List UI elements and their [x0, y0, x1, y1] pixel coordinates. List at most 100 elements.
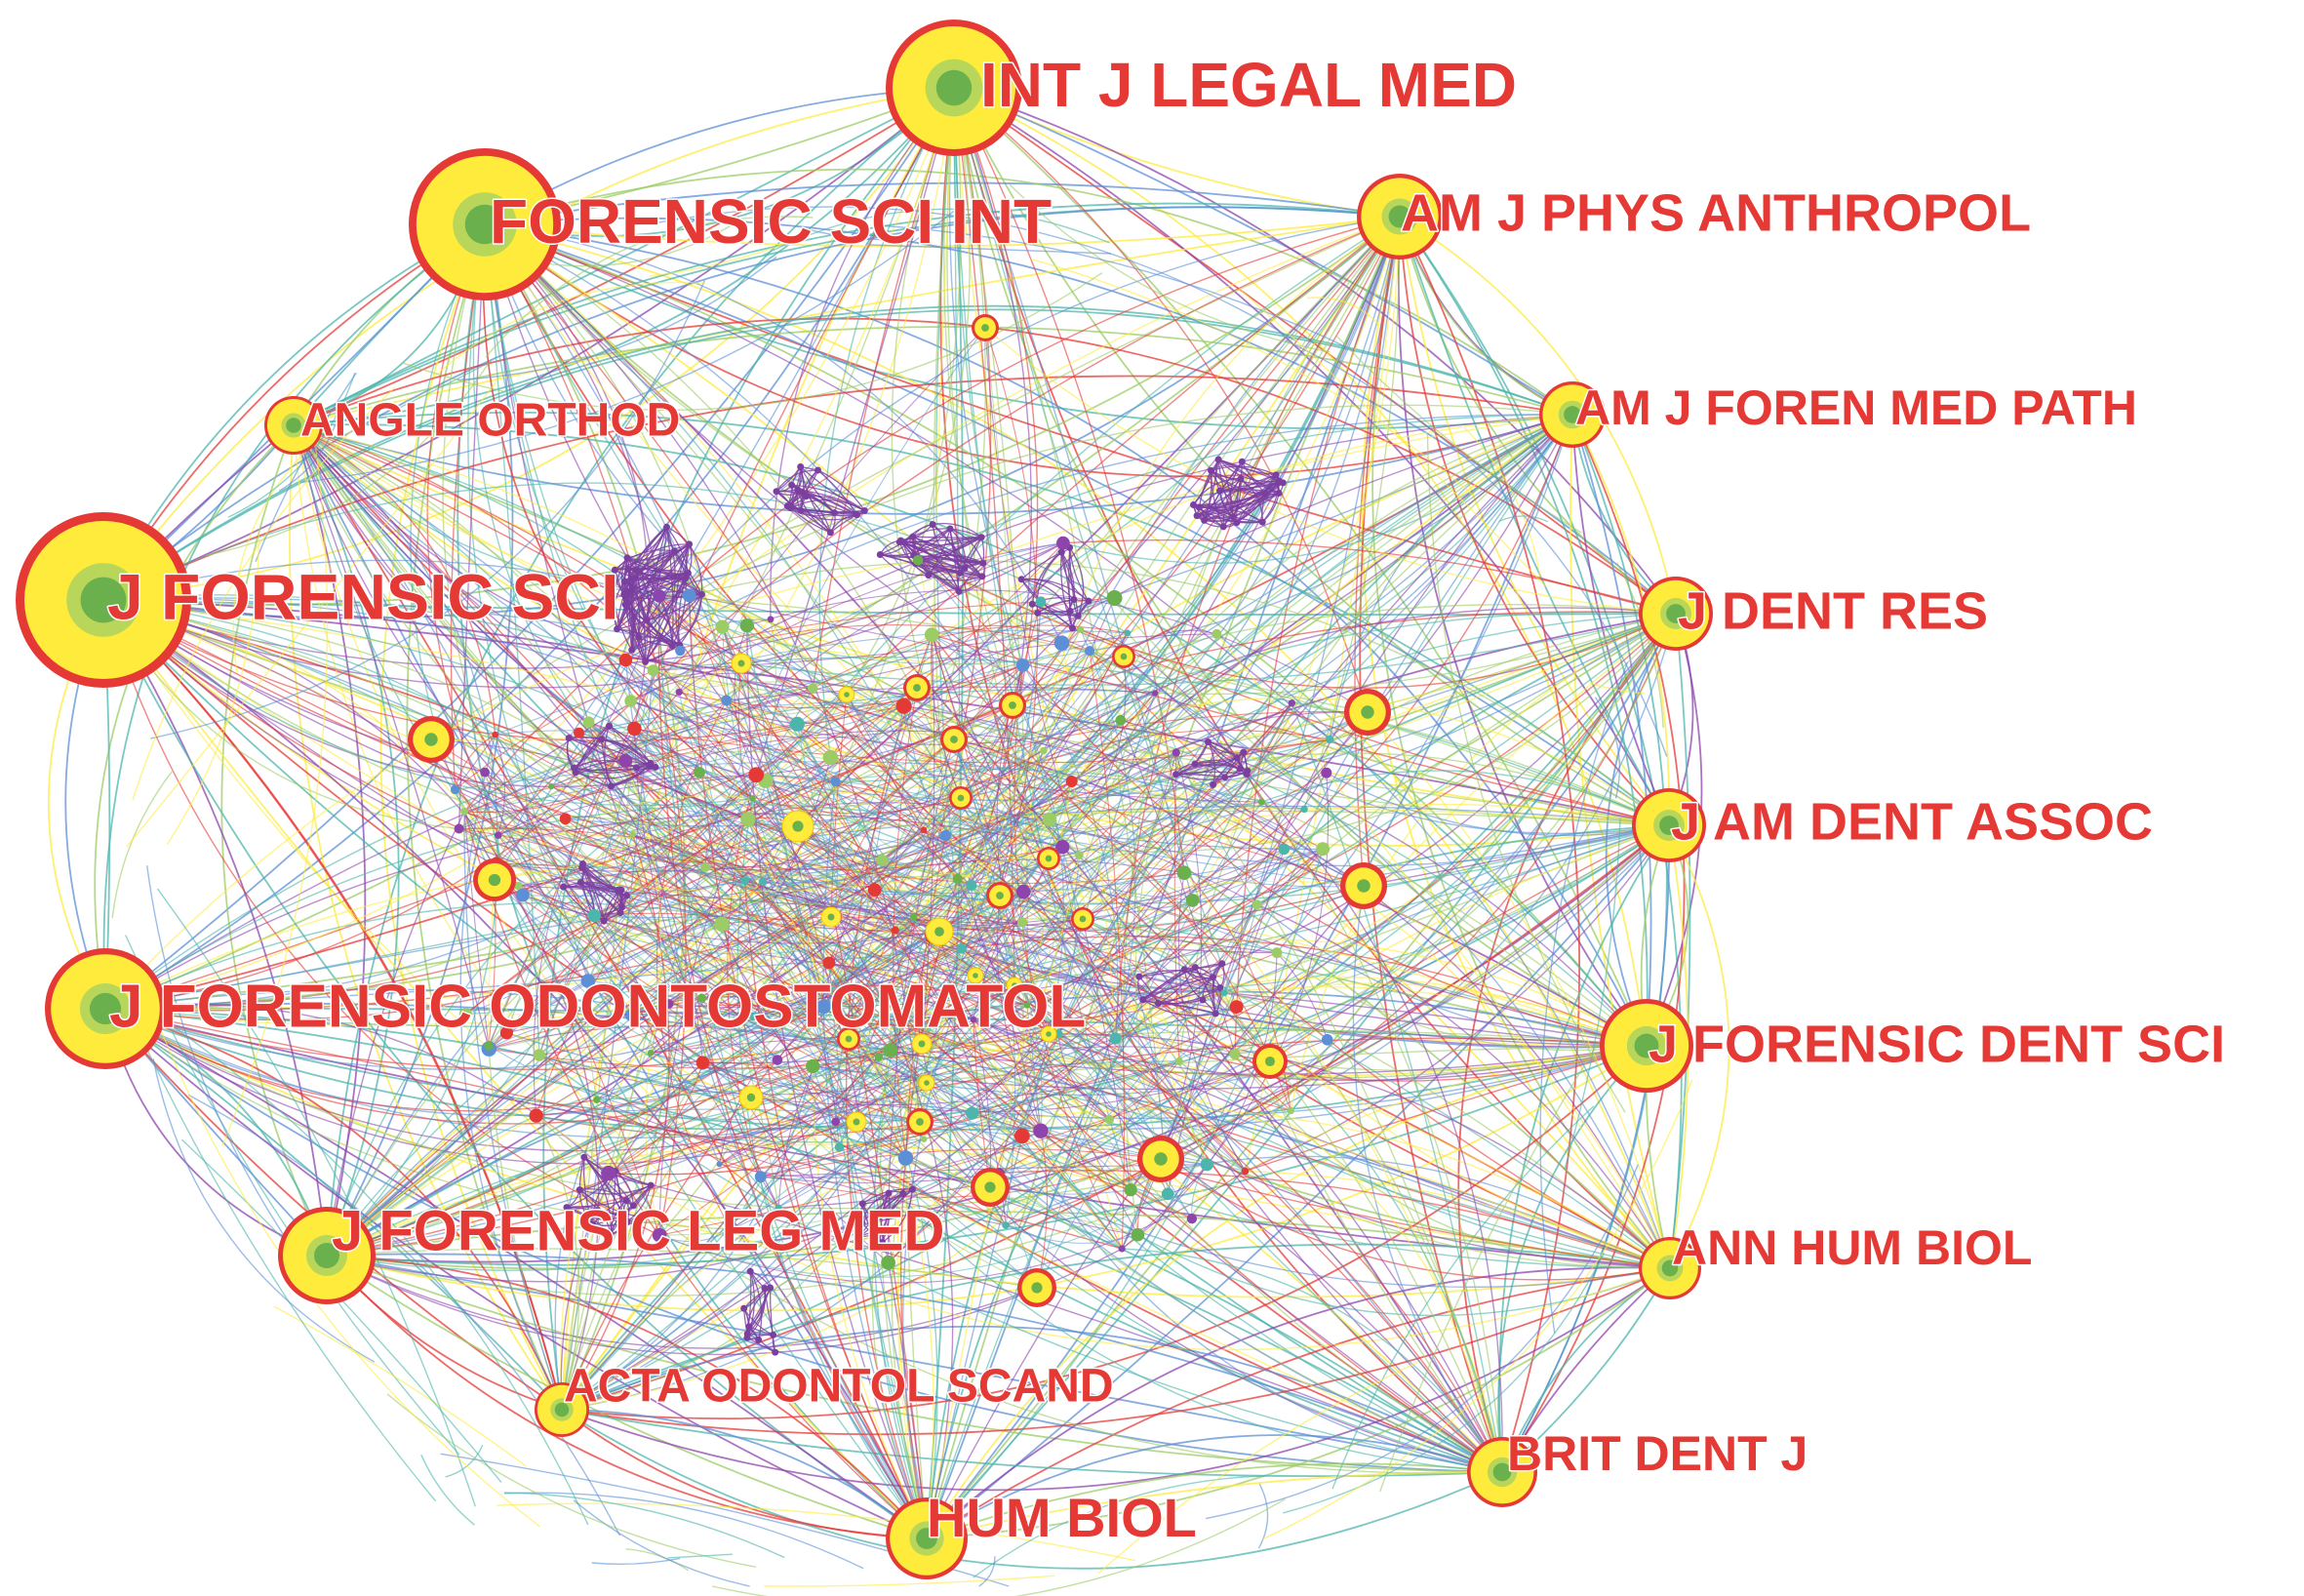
minor-dot [653, 589, 666, 603]
edge [1108, 904, 1258, 1121]
edge [649, 232, 813, 277]
minor-dot [956, 943, 968, 954]
edge [1097, 1361, 1418, 1575]
edge [650, 916, 835, 1054]
edge [926, 1082, 1007, 1226]
cluster-edge [903, 528, 951, 543]
cluster-edge [879, 554, 929, 577]
edge [828, 962, 928, 1539]
edge [326, 923, 723, 1257]
cluster-node [614, 625, 621, 633]
cluster-node [621, 601, 629, 609]
cluster-node [1057, 548, 1065, 556]
edge [561, 1267, 1671, 1436]
edge [585, 626, 723, 1100]
cluster-node [746, 1267, 754, 1275]
cluster-node [1201, 516, 1209, 524]
cluster-edge [912, 536, 983, 578]
minor-node-core [981, 324, 989, 332]
edge [484, 223, 540, 1056]
edge [1464, 427, 1541, 578]
cluster-node [1261, 491, 1269, 499]
edge [1022, 628, 1082, 666]
edge [293, 87, 955, 426]
minor-dot [740, 876, 749, 886]
edge [634, 728, 962, 815]
cluster-node [885, 1189, 893, 1197]
edge [834, 87, 962, 782]
cluster-edge [932, 524, 961, 574]
edge [255, 372, 357, 562]
edge [894, 738, 1331, 931]
edge [973, 1019, 992, 1188]
minor-dot [970, 1017, 976, 1023]
edge [1498, 515, 1549, 523]
edge [455, 734, 497, 790]
edge [740, 662, 838, 918]
cluster-edge [1158, 986, 1221, 1005]
edge [813, 702, 1292, 1067]
edge [488, 772, 700, 1050]
edge [596, 752, 1177, 1100]
edge [658, 595, 1117, 1039]
minor-dot [1174, 1057, 1183, 1066]
edge [835, 216, 1401, 1123]
cluster-edge [1142, 969, 1185, 1001]
edge [561, 601, 1042, 1411]
edge [104, 618, 772, 1010]
edge [926, 1462, 1503, 1539]
cluster-node [797, 463, 805, 470]
cluster-node [1135, 973, 1143, 980]
edge [1089, 414, 1573, 652]
cluster-edge [576, 762, 652, 774]
edge [608, 1172, 1503, 1473]
cluster-edge [800, 509, 857, 521]
cluster-node [830, 509, 838, 517]
cluster-edge [1175, 770, 1249, 780]
edge [797, 825, 1007, 1226]
edge [1121, 952, 1278, 1250]
edge [484, 223, 921, 1123]
edge [658, 798, 753, 1236]
edge [497, 834, 973, 905]
edge [656, 699, 732, 1230]
edge [104, 87, 955, 1010]
minor-node-core [1264, 1056, 1276, 1067]
edge [533, 728, 635, 1116]
edge [496, 846, 1063, 893]
edge [1178, 1060, 1503, 1473]
edge [104, 1008, 1503, 1473]
edge [326, 1255, 1503, 1473]
edge [278, 424, 337, 492]
edge [931, 634, 962, 799]
cluster-node [794, 486, 802, 494]
cluster-node [682, 575, 690, 582]
edge [588, 722, 1038, 1289]
cluster-node [606, 722, 614, 730]
edge [726, 542, 1063, 701]
minor-dot [682, 588, 696, 603]
minor-node-core [853, 1118, 860, 1126]
cluster-node [563, 1204, 571, 1212]
edge [721, 923, 857, 1123]
edge [740, 613, 1677, 686]
node-label-n12: ACTA ODONTOL SCAND [564, 1361, 1114, 1413]
edge [903, 705, 1291, 1111]
edge [678, 692, 1123, 1250]
minor-dot [533, 1049, 546, 1061]
cluster-node [1069, 624, 1076, 632]
edge [1033, 750, 1050, 859]
cluster-edge [881, 1192, 891, 1243]
minor-node-core [1045, 855, 1053, 862]
minor-dot [1065, 776, 1078, 787]
edge [484, 223, 1671, 1269]
minor-dot [1288, 699, 1296, 707]
edge [457, 256, 777, 381]
edge [719, 772, 1328, 1165]
edge [457, 223, 928, 1539]
minor-dot [1106, 590, 1123, 606]
edge [1303, 216, 1401, 810]
edge [777, 931, 940, 1209]
cluster-node [670, 547, 678, 555]
minor-dot [1002, 1221, 1010, 1229]
